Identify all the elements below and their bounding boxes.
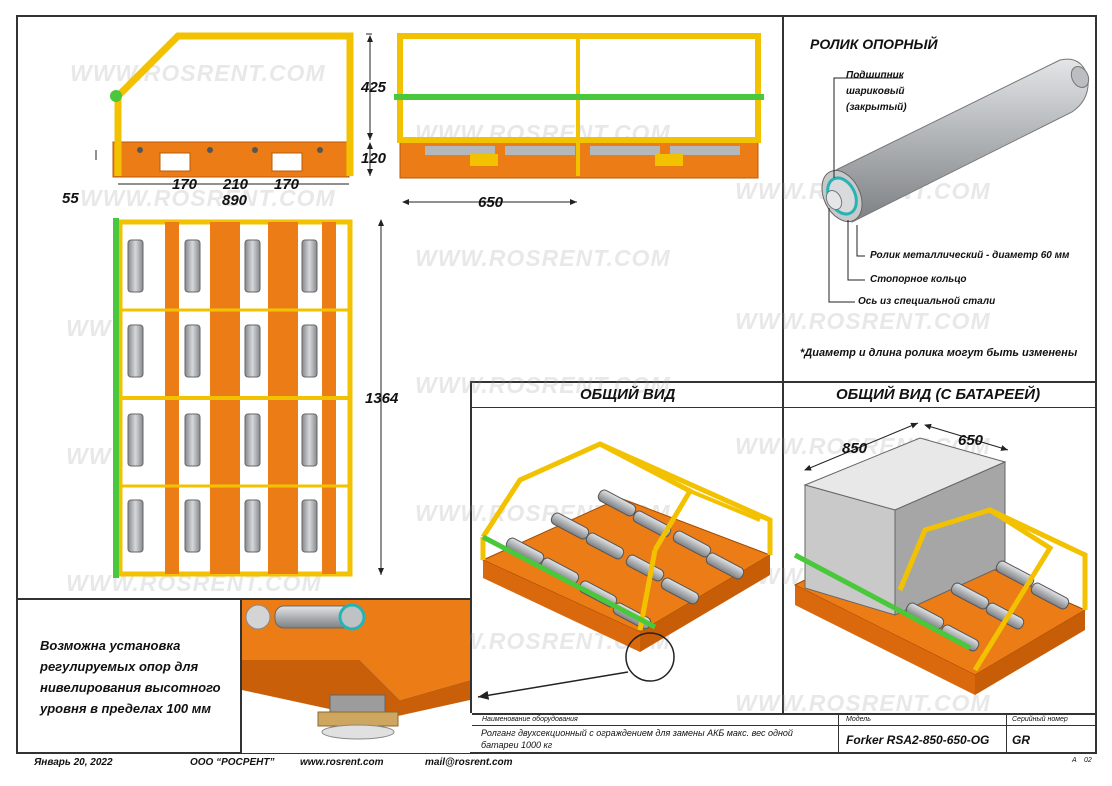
- bearing-label-2: шариковый: [846, 86, 905, 97]
- axle-label: Ось из специальной стали: [858, 296, 996, 307]
- model-value: Forker RSA2-850-650-OG: [846, 733, 990, 747]
- roller-detail: [821, 58, 1090, 303]
- dim-seg-mid: 210: [223, 176, 249, 193]
- note-line-3: нивелирования высотного: [40, 680, 221, 695]
- drawing-frame: [16, 15, 1097, 754]
- general-view: [477, 441, 773, 700]
- footer-email[interactable]: mail@rosrent.com: [425, 757, 513, 768]
- dim-seg-right: 170: [274, 176, 300, 193]
- divider-views-left: [470, 381, 472, 713]
- battery-dim-b: 650: [958, 432, 984, 449]
- divider-vertical-top: [782, 16, 784, 383]
- bearing-label-3: (закрытый): [846, 102, 907, 113]
- top-view: [113, 218, 384, 578]
- watermark: WWW.ROSRENT.COM: [80, 185, 336, 211]
- battery-dim-a: 850: [842, 440, 868, 457]
- equipment-line-1: Ролганг двухсекционный с ограждением для…: [481, 728, 793, 738]
- battery-view-title: ОБЩИЙ ВИД (С БАТАРЕЕЙ): [836, 386, 1041, 403]
- roller-label: Ролик металлический - диаметр 60 мм: [870, 250, 1070, 261]
- dim-length: 1364: [365, 390, 399, 407]
- divider-note-box-mid: [240, 598, 242, 754]
- dim-guard-height: 425: [361, 79, 387, 96]
- foot-detail: [242, 600, 470, 753]
- dim-seg-left: 170: [172, 176, 198, 193]
- roller-title: РОЛИК ОПОРНЫЙ: [810, 36, 938, 52]
- dim-base-height: 120: [361, 150, 387, 167]
- footer-company: ООО “РОСРЕНТ”: [190, 757, 275, 768]
- general-view-title: ОБЩИЙ ВИД: [580, 386, 676, 403]
- note-line-1: Возможна установка: [40, 638, 181, 653]
- bearing-label-1: Подшипник: [846, 70, 904, 81]
- watermark: WWW.ROSRENT.COM: [415, 245, 671, 271]
- footer-date: Январь 20, 2022: [34, 757, 113, 768]
- serial-value: GR: [1012, 733, 1030, 747]
- divider-titleblock-2: [1006, 713, 1007, 754]
- divider-titleblock-1: [838, 713, 839, 754]
- sheet-format: А: [1072, 757, 1077, 764]
- dim-offset: 55: [62, 190, 79, 207]
- watermark: WWW.ROSRENT.COM: [70, 60, 326, 86]
- dim-total-width: 890: [222, 192, 248, 209]
- roller-note: *Диаметр и длина ролика могут быть измен…: [800, 347, 1078, 359]
- side-view: [95, 32, 373, 185]
- equipment-header: Наименование оборудования: [482, 716, 578, 723]
- dim-section-width: 650: [478, 194, 504, 211]
- divider-views-mid: [782, 381, 784, 713]
- divider-titleblock-top: [472, 713, 1096, 715]
- watermark: WWW.ROSRENT.COM: [415, 372, 671, 398]
- footer-website[interactable]: www.rosrent.com: [300, 757, 384, 768]
- model-header: Модель: [846, 716, 871, 723]
- battery-view: [793, 422, 1088, 695]
- watermark: WWW.ROSRENT.COM: [735, 690, 991, 716]
- watermark: WWW.ROSRENT.COM: [735, 308, 991, 334]
- sheet-number: 02: [1084, 757, 1092, 764]
- front-view: [394, 33, 764, 205]
- divider-titleblock-head: [472, 725, 1096, 726]
- ring-label: Стопорное кольцо: [870, 274, 967, 285]
- note-line-4: уровня в пределах 100 мм: [40, 701, 211, 716]
- note-line-2: регулируемых опор для: [40, 659, 199, 674]
- divider-note-box-top: [16, 598, 472, 600]
- equipment-line-2: батареи 1000 кг: [481, 740, 553, 750]
- serial-header: Серийный номер: [1012, 716, 1068, 723]
